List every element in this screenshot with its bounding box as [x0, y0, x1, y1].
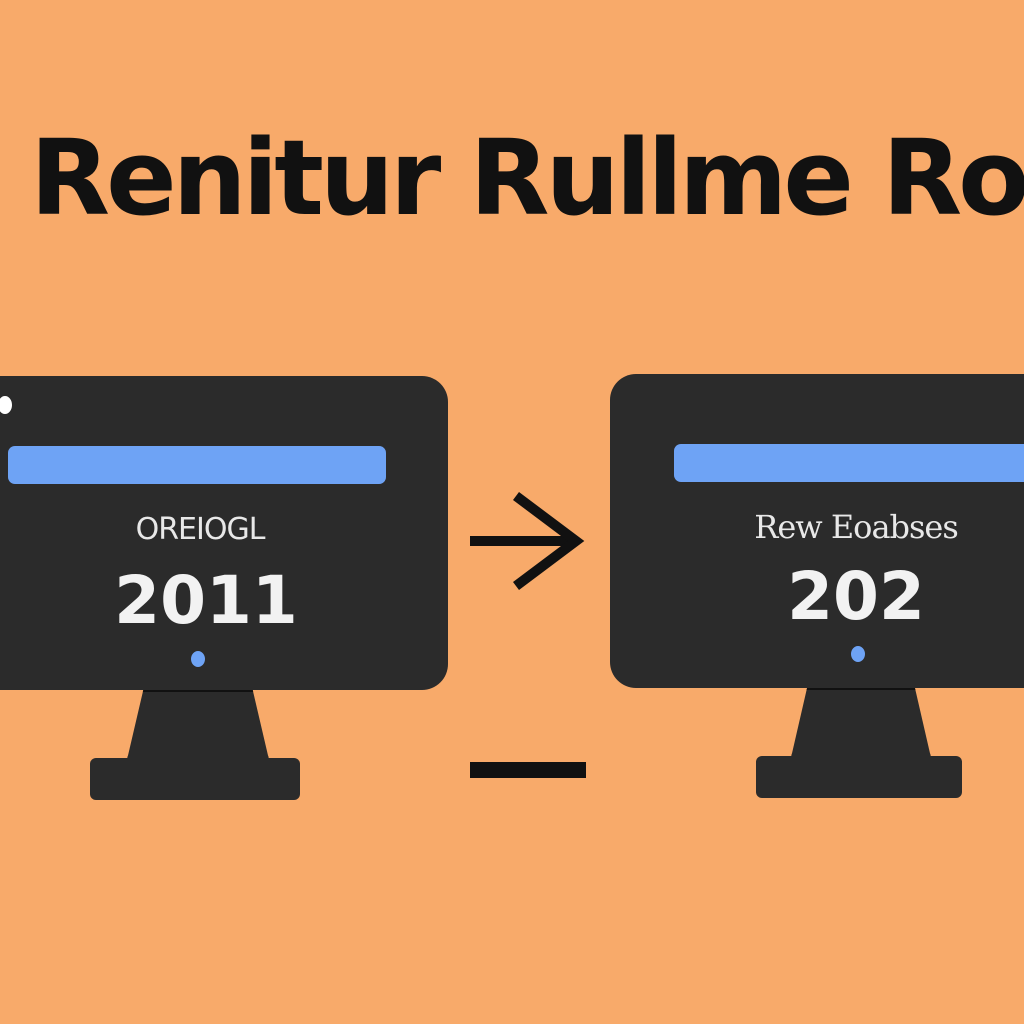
old-monitor-screen — [0, 376, 448, 690]
new-monitor-year: 202 — [787, 558, 925, 635]
window-dot-white — [0, 396, 12, 414]
new-monitor-screen — [610, 374, 1024, 688]
new-monitor-stand-neck — [790, 688, 932, 762]
new-monitor: Rew Eoabses 202 — [610, 374, 1024, 804]
new-monitor-power-indicator — [851, 646, 865, 662]
old-monitor-stand-base — [90, 758, 300, 800]
new-monitor-label: Rew Eoabses — [754, 508, 959, 546]
divider-dash — [470, 762, 586, 778]
old-monitor-label: OREIOGL — [135, 512, 266, 547]
old-monitor-stand-neck — [126, 690, 270, 764]
new-monitor-progress-bar — [674, 444, 1024, 482]
new-monitor-stand-base — [756, 756, 962, 798]
old-monitor-year: 2011 — [114, 562, 298, 639]
window-dots-icon — [0, 396, 12, 414]
old-monitor: OREIOGL 2011 — [0, 376, 450, 806]
arrow-right-icon — [470, 492, 585, 590]
old-monitor-progress-bar — [8, 446, 386, 484]
old-monitor-power-indicator — [191, 651, 205, 667]
page-title: Renitur Rullme Rotin — [30, 118, 1024, 238]
